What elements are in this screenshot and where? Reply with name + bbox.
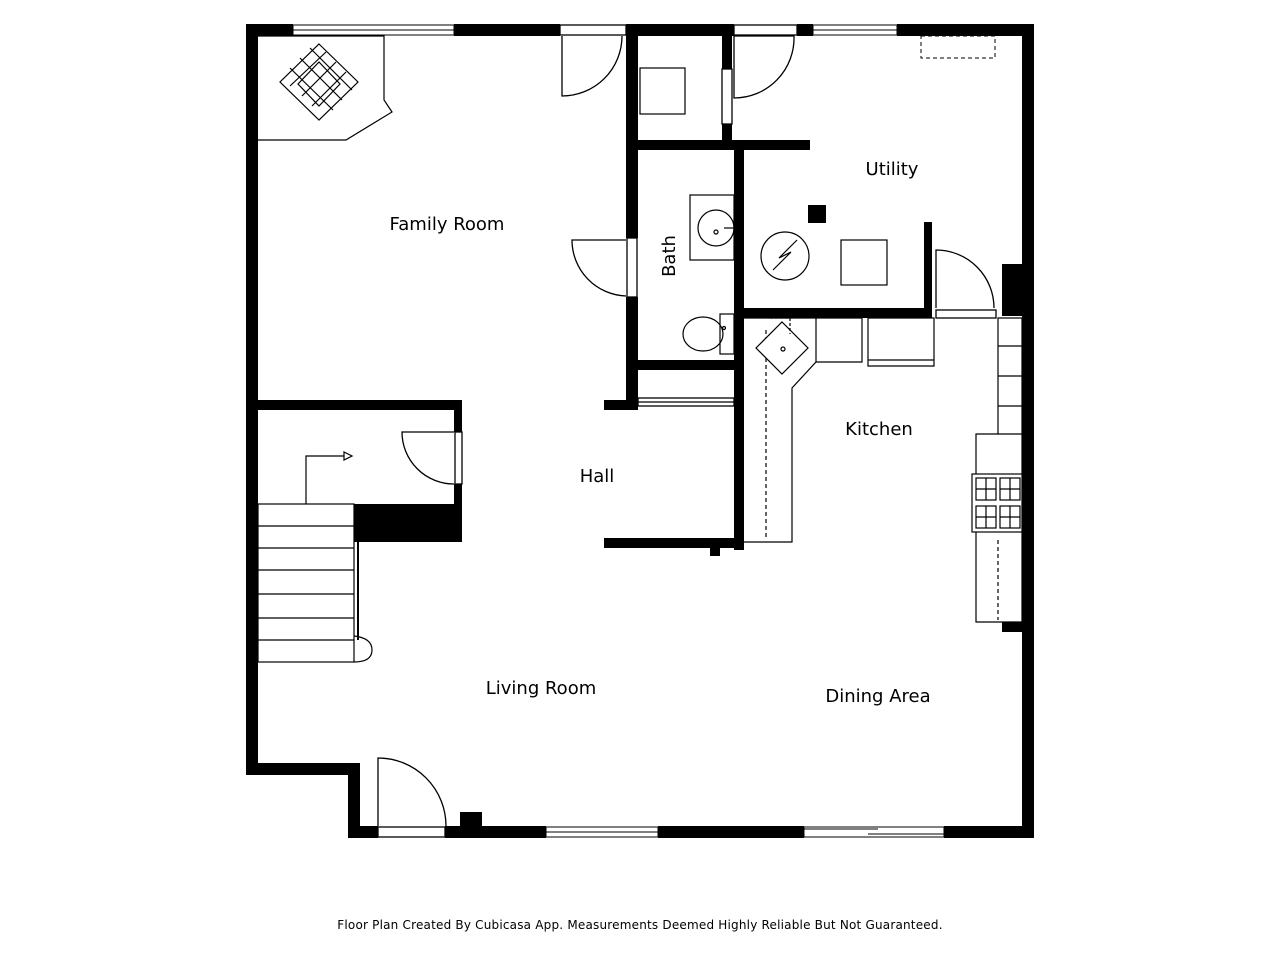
- sink-icon: [755, 317, 809, 375]
- vent-icon: [808, 205, 826, 223]
- kitchen-counters: [744, 317, 1023, 623]
- door-swing-icon: [377, 24, 997, 838]
- fireplace-icon: [258, 35, 393, 141]
- room-label-dining-area: Dining Area: [825, 686, 930, 707]
- exterior-walls: [246, 24, 1034, 838]
- room-label-family-room: Family Room: [390, 214, 505, 235]
- window-icon: [292, 24, 898, 838]
- room-labels: Family Room Utility Bath Kitchen Hall Li…: [390, 159, 931, 707]
- washer-icon: [840, 239, 888, 286]
- room-label-kitchen: Kitchen: [845, 419, 913, 440]
- water-heater-icon: [760, 231, 810, 281]
- room-label-bath: Bath: [659, 235, 680, 277]
- closet-fixture: [920, 35, 996, 59]
- sliding-door-icon: [803, 826, 945, 838]
- room-label-hall: Hall: [580, 466, 615, 487]
- staircase-icon: [257, 451, 373, 663]
- footer-disclaimer: Floor Plan Created By Cubicasa App. Meas…: [337, 918, 943, 932]
- stove-icon: [971, 473, 1023, 533]
- toilet-icon: [682, 313, 735, 355]
- utility-fixtures: [760, 205, 888, 286]
- closet-fixture: [639, 67, 686, 115]
- room-label-utility: Utility: [866, 159, 919, 180]
- room-label-living-room: Living Room: [486, 678, 597, 699]
- interior-walls: [246, 24, 1034, 826]
- sink-icon: [689, 194, 735, 261]
